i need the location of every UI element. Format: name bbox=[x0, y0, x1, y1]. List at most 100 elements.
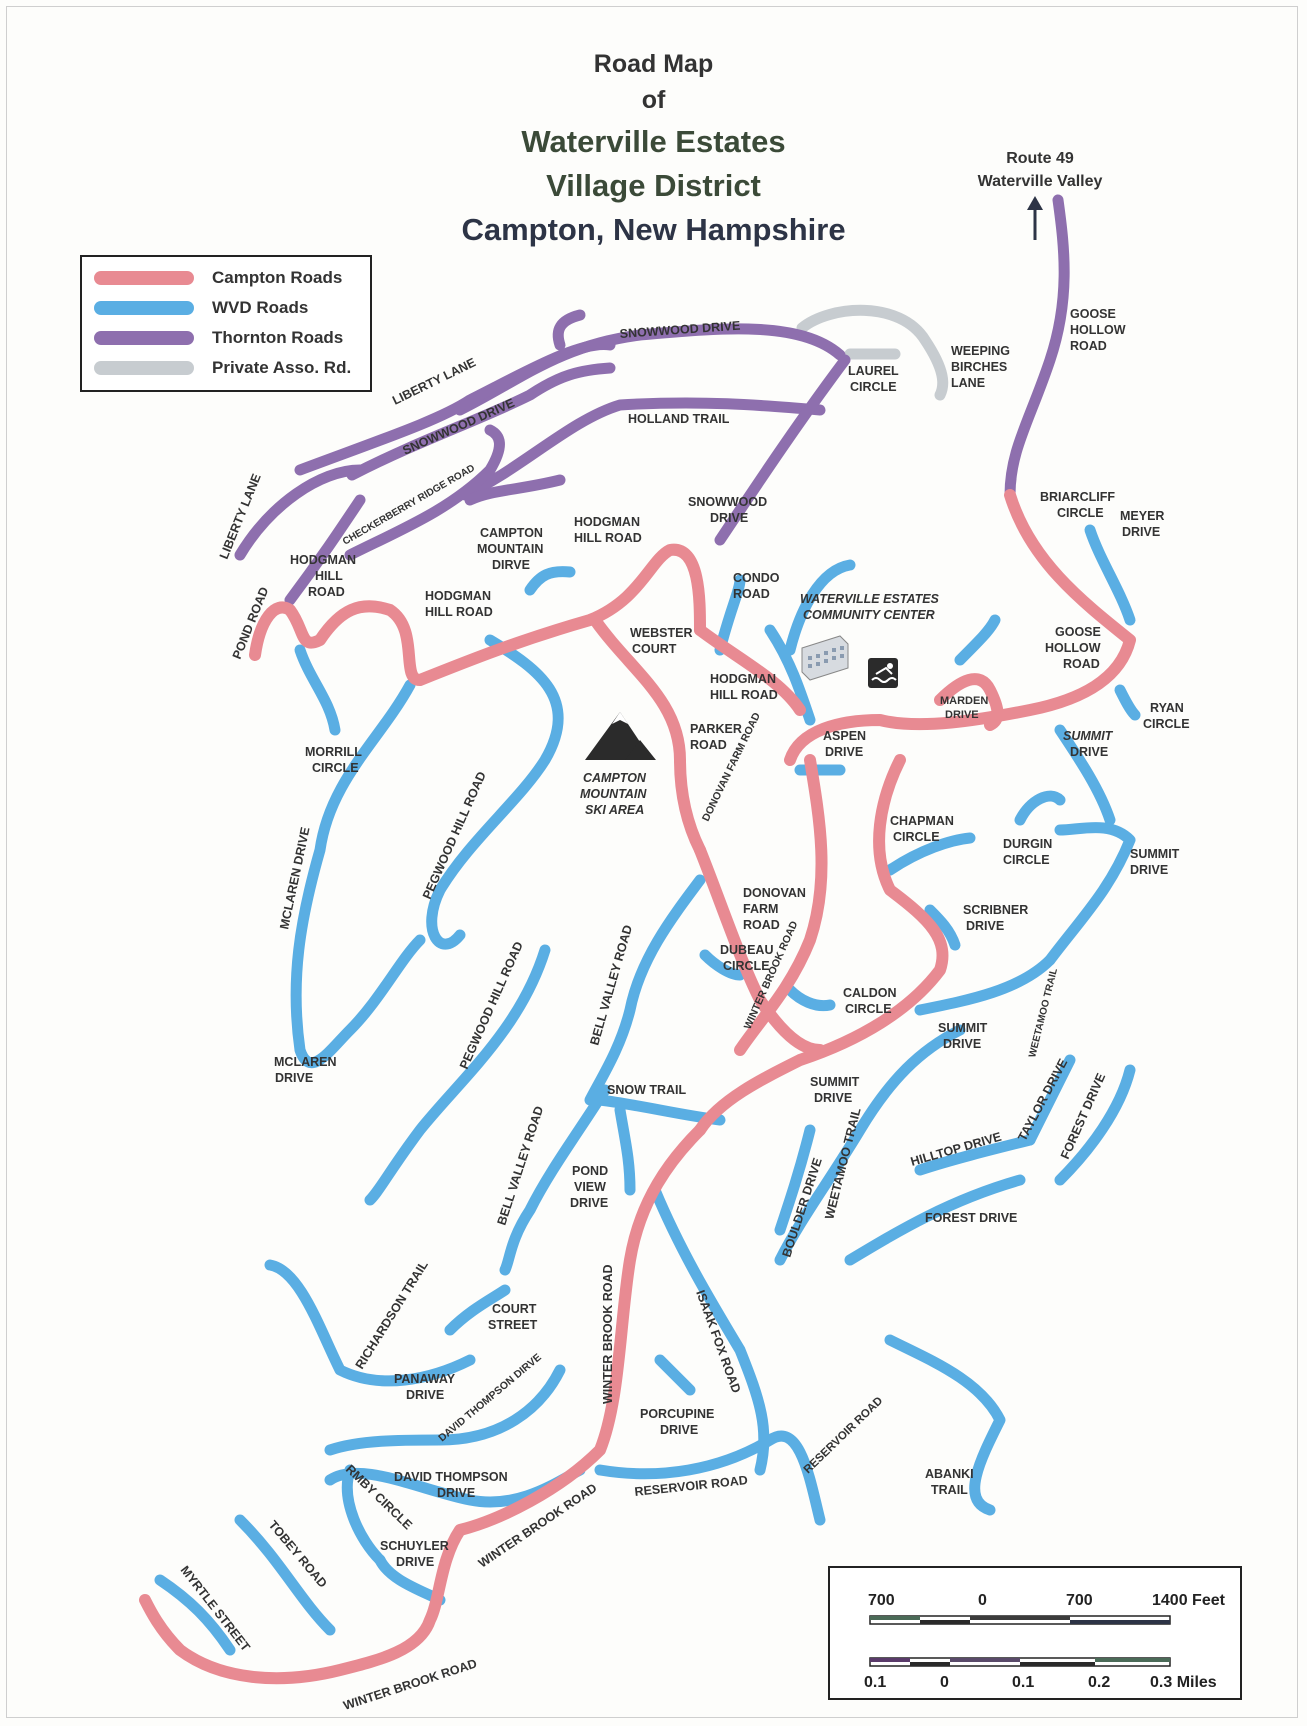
label-schuyler-1: SCHUYLER bbox=[380, 1539, 449, 1553]
label-snowwood-3b: DRIVE bbox=[710, 511, 748, 525]
label-marden-2: DRIVE bbox=[945, 709, 979, 721]
label-goose-hollow-2a: GOOSE bbox=[1055, 625, 1101, 639]
scale-bar-graphic bbox=[869, 1615, 1171, 1667]
label-panaway-2: DRIVE bbox=[406, 1388, 444, 1402]
label-goose-hollow-top-2: HOLLOW bbox=[1070, 323, 1126, 337]
scale-bar: 700 0 700 1400 Feet 0.1 0 0.1 0.2 bbox=[828, 1566, 1242, 1700]
title-campton-nh: Campton, New Hampshire bbox=[461, 212, 846, 247]
label-court-2: STREET bbox=[488, 1318, 538, 1332]
road-reservoir-road bbox=[594, 1430, 826, 1526]
label-donovan-farm-2b: FARM bbox=[743, 902, 778, 916]
scale-feet-700-left: 700 bbox=[868, 1592, 895, 1609]
label-porcupine-2: DRIVE bbox=[660, 1423, 698, 1437]
label-marden-1: MARDEN bbox=[940, 695, 988, 707]
title-of: of bbox=[641, 86, 666, 114]
legend-item-wvd: WVD Roads bbox=[94, 295, 308, 321]
private-roads bbox=[796, 304, 949, 401]
road-ryan-circle bbox=[1114, 684, 1141, 721]
road-summit-drive-right bbox=[1044, 822, 1136, 966]
label-campton-mtn-1: CAMPTON bbox=[480, 526, 543, 540]
route-49-waterville-valley: Waterville Valley bbox=[978, 173, 1103, 190]
road-bell-valley-lower bbox=[499, 1084, 611, 1276]
label-dubeau-1: DUBEAU bbox=[720, 943, 773, 957]
road-loop-link bbox=[464, 474, 566, 506]
label-weeping-1: WEEPING bbox=[951, 344, 1010, 358]
road-link-upper bbox=[552, 309, 586, 351]
road-liberty-lane-left bbox=[234, 464, 366, 561]
label-campton-mtn-2: MOUNTAIN bbox=[477, 542, 543, 556]
road-hodgman-hill-thornton bbox=[284, 494, 366, 606]
wvd-roads bbox=[154, 524, 1141, 1656]
road-morrill-circle bbox=[294, 644, 341, 736]
label-summit-2a: SUMMIT bbox=[1130, 847, 1180, 861]
label-hodgman-3a: HODGMAN bbox=[425, 589, 491, 603]
road-community-center bbox=[784, 559, 856, 656]
label-hodgman-4b: HILL ROAD bbox=[710, 688, 778, 702]
route-49-label: Route 49 bbox=[1006, 150, 1074, 167]
road-caldon-circle bbox=[784, 984, 836, 1012]
legend-label-wvd: WVD Roads bbox=[212, 298, 309, 317]
label-summit-1b: DRIVE bbox=[1070, 745, 1108, 759]
road-bell-valley-upper bbox=[584, 874, 706, 1106]
legend-label-private: Private Asso. Rd. bbox=[212, 358, 352, 377]
road-goose-hollow-main bbox=[784, 489, 1136, 766]
road-porcupine-drive bbox=[654, 1354, 696, 1396]
road-labels: SNOWWOOD DRIVE LIBERTY LANE SNOWWOOD DRI… bbox=[178, 307, 1190, 1713]
label-chapman-2: CIRCLE bbox=[893, 830, 940, 844]
route-49-arrow bbox=[1027, 196, 1043, 240]
road-chapman-circle bbox=[884, 832, 976, 876]
label-weeping-2: BIRCHES bbox=[951, 360, 1007, 374]
label-hodgman-4a: HODGMAN bbox=[710, 672, 776, 686]
road-richardson-trail bbox=[264, 1259, 476, 1387]
label-mclaren-2b: DRIVE bbox=[275, 1071, 313, 1085]
label-chapman-1: CHAPMAN bbox=[890, 814, 954, 828]
scale-feet-1400: 1400 Feet bbox=[1152, 1592, 1225, 1609]
mountain-icon bbox=[585, 712, 656, 760]
label-ski-area-2: MOUNTAIN bbox=[580, 787, 647, 801]
label-holland-trail: HOLLAND TRAIL bbox=[628, 412, 730, 426]
label-forest-2: FOREST DRIVE bbox=[925, 1211, 1017, 1225]
title-road-map: Road Map bbox=[593, 50, 714, 78]
label-goose-hollow-top-1: GOOSE bbox=[1070, 307, 1116, 321]
title-village-district: Village District bbox=[546, 168, 761, 203]
label-court-1: COURT bbox=[492, 1302, 537, 1316]
label-aspen-1: ASPEN bbox=[823, 729, 866, 743]
building-icon bbox=[801, 635, 849, 681]
label-goose-hollow-top-3: ROAD bbox=[1070, 339, 1107, 353]
label-schuyler-2: DRIVE bbox=[396, 1555, 434, 1569]
label-morrill-2: CIRCLE bbox=[312, 761, 359, 775]
road-abanki-trail bbox=[884, 1334, 1006, 1516]
legend-item-private: Private Asso. Rd. bbox=[94, 355, 351, 381]
road-marden-drive bbox=[934, 673, 1004, 731]
legend-label-campton: Campton Roads bbox=[212, 268, 343, 287]
road-pond-view-drive bbox=[614, 1104, 636, 1196]
label-laurel-2: CIRCLE bbox=[850, 380, 897, 394]
road-snowwood-drive-mid bbox=[346, 362, 616, 481]
legend-swatch-wvd bbox=[94, 301, 194, 315]
label-bell-valley-2: BELL VALLEY ROAD bbox=[495, 1104, 547, 1227]
feet-bar bbox=[869, 1615, 1171, 1625]
label-summit-3b: DRIVE bbox=[943, 1037, 981, 1051]
road-mclaren-drive bbox=[290, 679, 426, 1069]
label-hodgman-2b: HILL bbox=[315, 569, 343, 583]
label-snowwood-drive-top: SNOWWOOD DRIVE bbox=[619, 319, 741, 341]
label-durgin-1: DURGIN bbox=[1003, 837, 1052, 851]
thornton-roads bbox=[234, 194, 1070, 606]
label-summit-3a: SUMMIT bbox=[938, 1021, 988, 1035]
road-court-street bbox=[444, 1284, 511, 1336]
label-caldon-1: CALDON bbox=[843, 986, 896, 1000]
scale-miles-0.3: 0.3 Miles bbox=[1150, 1674, 1217, 1691]
scale-feet-700-right: 700 bbox=[1066, 1592, 1093, 1609]
label-abanki-1: ABANKI bbox=[925, 1467, 974, 1481]
road-summit-drive-upper bbox=[1054, 724, 1116, 826]
road-holland-trail bbox=[459, 397, 826, 501]
label-mclaren-2a: MCLAREN bbox=[274, 1055, 337, 1069]
label-durgin-2: CIRCLE bbox=[1003, 853, 1050, 867]
label-ski-area-1: CAMPTON bbox=[583, 771, 647, 785]
road-summit-drive-lower bbox=[914, 954, 1056, 1016]
label-summit-1a: SUMMIT bbox=[1063, 729, 1114, 743]
road-goose-hollow-north bbox=[1004, 194, 1070, 501]
road-ormby-circle bbox=[341, 1464, 386, 1566]
road-donovan-farm bbox=[694, 624, 806, 716]
